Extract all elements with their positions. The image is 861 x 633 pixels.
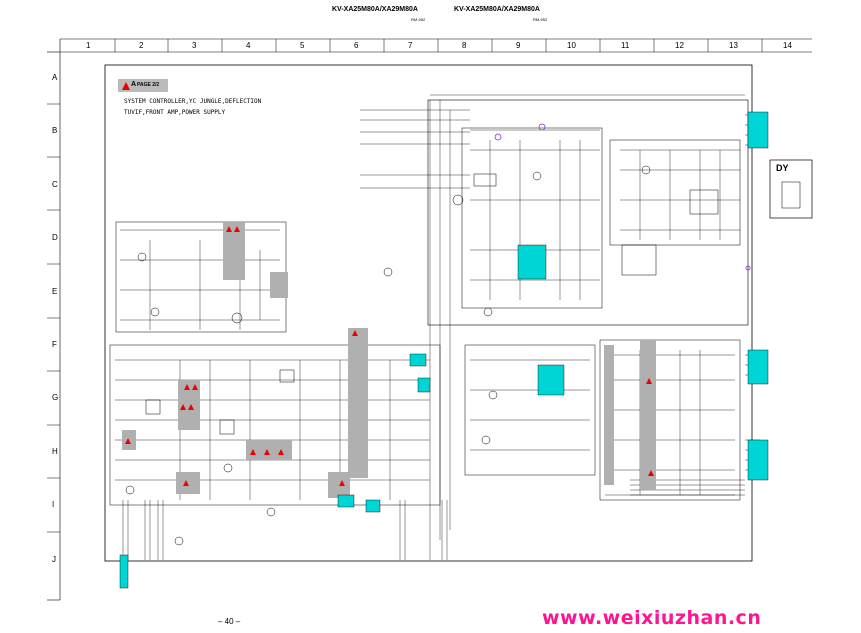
page-number: – 40 – <box>218 617 241 626</box>
column-label-10: 10 <box>567 41 576 50</box>
warning-triangle-icon <box>226 226 232 232</box>
row-label-h: H <box>52 447 58 456</box>
deflection-yoke-label: DY <box>776 163 789 173</box>
page-tag-text: PAGE 2/2 <box>137 82 160 88</box>
row-label-g: G <box>52 393 59 402</box>
warning-triangle-icon <box>188 404 194 410</box>
row-label-c: C <box>52 180 58 189</box>
row-label-b: B <box>52 126 58 135</box>
column-label-2: 2 <box>139 41 144 50</box>
warning-triangle-icon <box>192 384 198 390</box>
warning-triangle-icon <box>180 404 186 410</box>
column-label-5: 5 <box>300 41 305 50</box>
column-label-9: 9 <box>516 41 521 50</box>
warning-triangle-icon <box>264 449 270 455</box>
warning-triangle-icon <box>339 480 345 486</box>
row-label-d: D <box>52 233 58 242</box>
column-label-7: 7 <box>408 41 413 50</box>
board-description: SYSTEM CONTROLLER,YC JUNGLE,DEFLECTION T… <box>124 96 261 118</box>
column-label-8: 8 <box>462 41 467 50</box>
row-label-i: I <box>52 500 55 509</box>
column-label-1: 1 <box>86 41 91 50</box>
remote-model-right: RM-952 <box>533 17 548 22</box>
watermark: www.weixiuzhan.cn <box>542 607 762 629</box>
warning-triangle-icon <box>646 378 652 384</box>
row-label-f: F <box>52 340 57 349</box>
warning-triangle-icon <box>183 480 189 486</box>
warning-triangle-icon <box>234 226 240 232</box>
model-title-left: KV-XA25M80A/XA29M80A <box>332 6 418 13</box>
warning-triangle-icon <box>352 330 358 336</box>
remote-model-left: RM-952 <box>411 17 426 22</box>
page-tag-letter: A <box>131 81 137 88</box>
page-tag: A PAGE 2/2 <box>118 79 168 92</box>
description-line-2: TUVIF,FRONT AMP,POWER SUPPLY <box>124 109 226 116</box>
warning-triangle-icon <box>122 82 130 90</box>
warning-triangle-icon <box>184 384 190 390</box>
row-label-j: J <box>52 555 56 564</box>
row-label-e: E <box>52 287 58 296</box>
column-label-6: 6 <box>354 41 359 50</box>
model-title-right: KV-XA25M80A/XA29M80A <box>454 6 540 13</box>
column-label-4: 4 <box>246 41 251 50</box>
warning-triangle-icon <box>278 449 284 455</box>
column-label-3: 3 <box>192 41 197 50</box>
column-label-13: 13 <box>729 41 738 50</box>
warning-triangle-icon <box>648 470 654 476</box>
column-label-11: 11 <box>621 41 630 50</box>
description-line-1: SYSTEM CONTROLLER,YC JUNGLE,DEFLECTION <box>124 98 262 105</box>
warning-triangle-icon <box>125 438 131 444</box>
row-label-a: A <box>52 73 58 82</box>
column-label-14: 14 <box>783 41 792 50</box>
warning-triangle-icon <box>250 449 256 455</box>
column-label-12: 12 <box>675 41 684 50</box>
